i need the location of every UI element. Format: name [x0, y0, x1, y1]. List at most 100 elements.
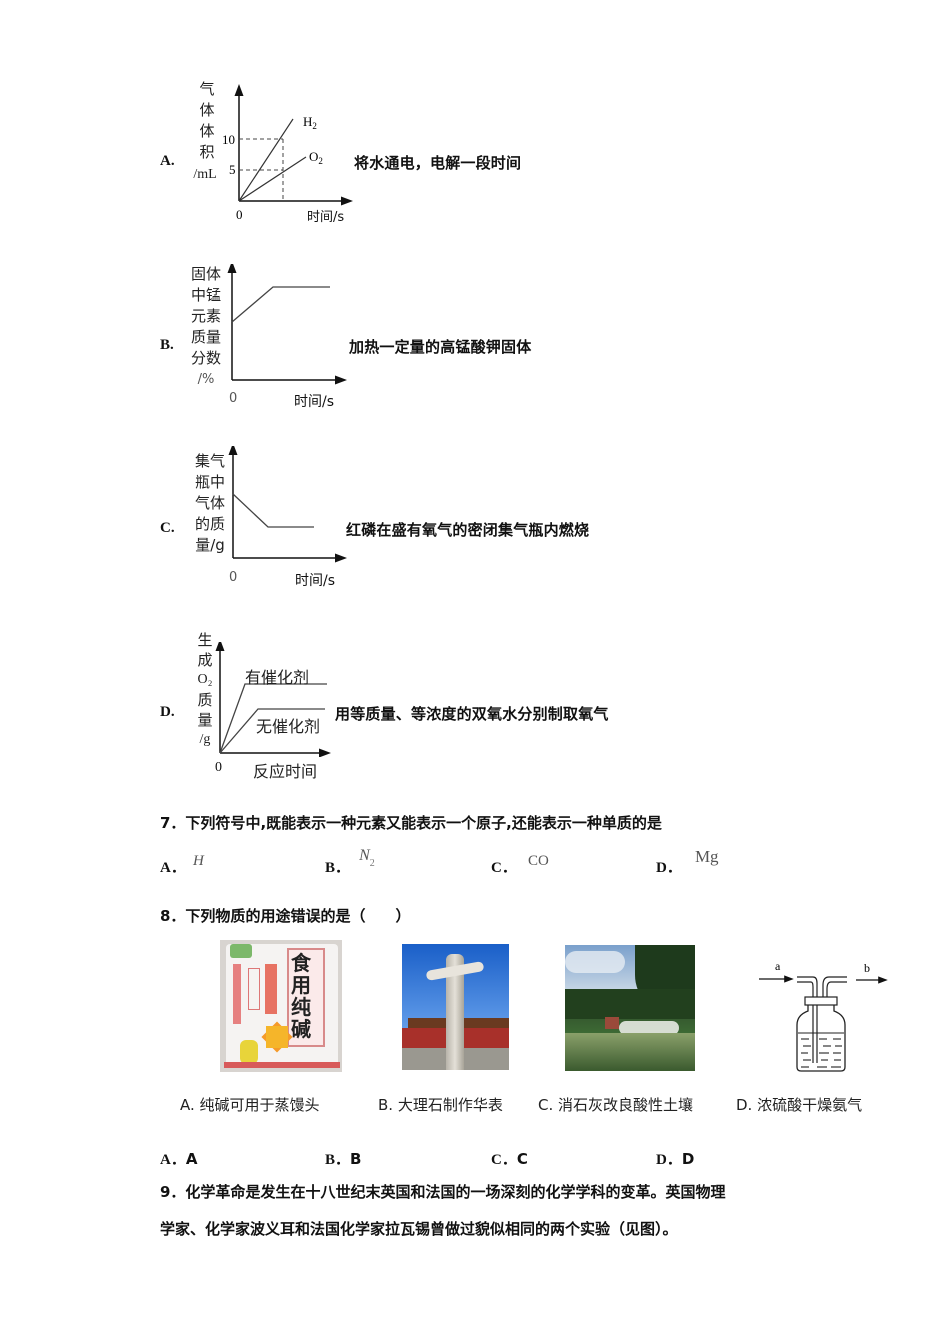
treeline — [565, 989, 695, 1019]
q7-option-c[interactable]: C． CO — [491, 853, 549, 877]
q8-option-a-label: A． — [160, 1152, 186, 1168]
h2-label: H2 — [303, 114, 317, 131]
y-label-line: /% — [197, 372, 215, 387]
y-label-char: /g — [199, 732, 211, 747]
q8-option-d-value: D — [681, 1150, 695, 1168]
q7-option-d-value: Mg — [694, 847, 719, 866]
y-label-line: 质量 — [190, 328, 221, 346]
outlet-tube — [822, 976, 847, 1005]
q8-option-d-label: D． — [656, 1152, 682, 1168]
q8-option-d[interactable]: D．D — [656, 1148, 694, 1169]
inlet-tube — [797, 976, 818, 1063]
huabiao-column-image — [402, 944, 509, 1070]
caption-b: B. 大理石制作华表 — [378, 1096, 503, 1114]
caption-a: A. 纯碱可用于蒸馒头 — [180, 1096, 320, 1114]
q7-option-a[interactable]: A． H — [160, 853, 204, 877]
chart-d-o2-mass — [215, 642, 331, 757]
option-c-description: 红磷在盛有氧气的密闭集气瓶内燃烧 — [346, 521, 590, 539]
bottle-stopper — [804, 996, 838, 1006]
q7-option-c-label: C． — [491, 860, 517, 876]
package-stripe — [265, 964, 277, 1014]
without-catalyst-label: 无催化剂 — [256, 717, 321, 736]
y-label-char: 气 — [199, 82, 215, 98]
inlet-label: a — [775, 959, 781, 973]
chart-a-y-axis-label: 气 体 体 积 /mL — [193, 80, 221, 185]
tractor — [605, 1017, 619, 1029]
o2-label: O2 — [309, 149, 323, 166]
cloud — [565, 951, 625, 973]
question-9-line-2: 学家、化学家波义耳和法国化学家拉瓦锡曾做过貌似相同的两个实验（见图）。 — [160, 1220, 678, 1238]
q7-option-b-subscript: 2 — [369, 858, 375, 870]
y-label-char: O₂ — [197, 672, 213, 687]
y-label-char: 量 — [197, 711, 213, 729]
y-label-line: 固体 — [190, 265, 221, 283]
q8-option-b-label: B． — [325, 1152, 351, 1168]
q7-option-b-label: B． — [325, 860, 351, 876]
chart-b-y-axis-label: 固体 中锰 元素 质量 分数 /% — [188, 264, 224, 390]
gas-washing-bottle-diagram: a b — [759, 959, 888, 1072]
option-b-description: 加热一定量的高锰酸钾固体 — [349, 338, 532, 356]
chart-b-x-axis-label: 时间/s — [294, 394, 335, 410]
with-catalyst-line — [219, 683, 327, 754]
q8-option-a-value: A — [185, 1150, 198, 1168]
y-tick-10: 10 — [222, 132, 235, 147]
option-c-label: C. — [160, 520, 175, 536]
chart-b-manganese-fraction — [227, 264, 347, 385]
q8-option-b-value: B — [350, 1150, 362, 1168]
y-label-line: 气体 — [194, 494, 225, 512]
chart-d-y-axis-label: 生 成 O₂ 质 量 /g — [194, 630, 216, 750]
chart-b-origin: 0 — [229, 391, 238, 406]
bottle-body — [796, 1005, 846, 1072]
gas-mass-line — [232, 493, 314, 528]
chart-c-origin: 0 — [229, 570, 238, 585]
y-label-char: 体 — [199, 103, 215, 119]
y-label-line: 量/g — [195, 536, 225, 554]
package-starburst — [266, 1026, 288, 1048]
q8-option-b[interactable]: B．B — [325, 1148, 361, 1169]
option-b-label: B. — [160, 337, 174, 353]
origin-label: 0 — [236, 207, 243, 222]
q7-option-b-value: N — [359, 847, 370, 864]
field-liming-image — [565, 945, 695, 1071]
package-title: 食用纯碱 — [291, 951, 311, 1041]
with-catalyst-label: 有催化剂 — [245, 668, 310, 687]
marble-column — [446, 954, 464, 1070]
q7-option-a-label: A． — [160, 860, 186, 876]
question-8-text: 8．下列物质的用途错误的是（ ） — [160, 907, 411, 925]
package-stripe — [233, 964, 241, 1024]
q8-option-c[interactable]: C．C — [491, 1148, 528, 1169]
y-label-char: 积 — [199, 145, 215, 161]
chart-d-origin: 0 — [215, 760, 222, 775]
y-label-char: 质 — [197, 691, 213, 709]
y-label-char: /mL — [193, 167, 217, 182]
h2-line — [238, 118, 294, 202]
option-d-label: D. — [160, 704, 175, 720]
o2-line — [238, 156, 307, 202]
question-9-line-1: 9．化学革命是发生在十八世纪末英国和法国的一场深刻的化学学科的变革。英国物理 — [160, 1183, 726, 1201]
outlet-label: b — [864, 961, 870, 975]
y-label-line: 分数 — [190, 349, 221, 367]
chart-c-y-axis-label: 集气 瓶中 气体 的质 量/g — [192, 451, 228, 556]
q7-option-d[interactable]: D． Mg — [656, 847, 719, 877]
edible-soda-package-image: 食用纯碱 — [220, 940, 342, 1072]
q7-option-b[interactable]: B． N2 — [325, 847, 375, 879]
chart-c-x-axis-label: 时间/s — [295, 573, 336, 589]
chart-c-gas-mass — [228, 446, 347, 563]
package-logo — [230, 944, 252, 958]
y-label-line: 中锰 — [190, 286, 221, 304]
y-label-line: 的质 — [194, 515, 225, 533]
option-d-description: 用等质量、等浓度的双氧水分别制取氧气 — [335, 705, 609, 723]
option-a-label: A. — [160, 153, 175, 169]
y-label-line: 集气 — [194, 452, 225, 470]
y-tick-5: 5 — [229, 162, 236, 177]
meadow — [565, 1033, 695, 1071]
caption-d: D. 浓硫酸干燥氨气 — [736, 1096, 863, 1114]
q7-option-a-value: H — [192, 853, 204, 869]
without-catalyst-line — [219, 708, 325, 754]
q7-option-d-label: D． — [656, 860, 682, 876]
q8-option-c-value: C — [516, 1150, 528, 1168]
chart-a-x-axis-label: 时间/s — [307, 210, 345, 225]
y-label-line: 瓶中 — [194, 473, 225, 491]
q8-option-a[interactable]: A．A — [160, 1148, 197, 1169]
option-a-description: 将水通电，电解一段时间 — [354, 154, 522, 172]
